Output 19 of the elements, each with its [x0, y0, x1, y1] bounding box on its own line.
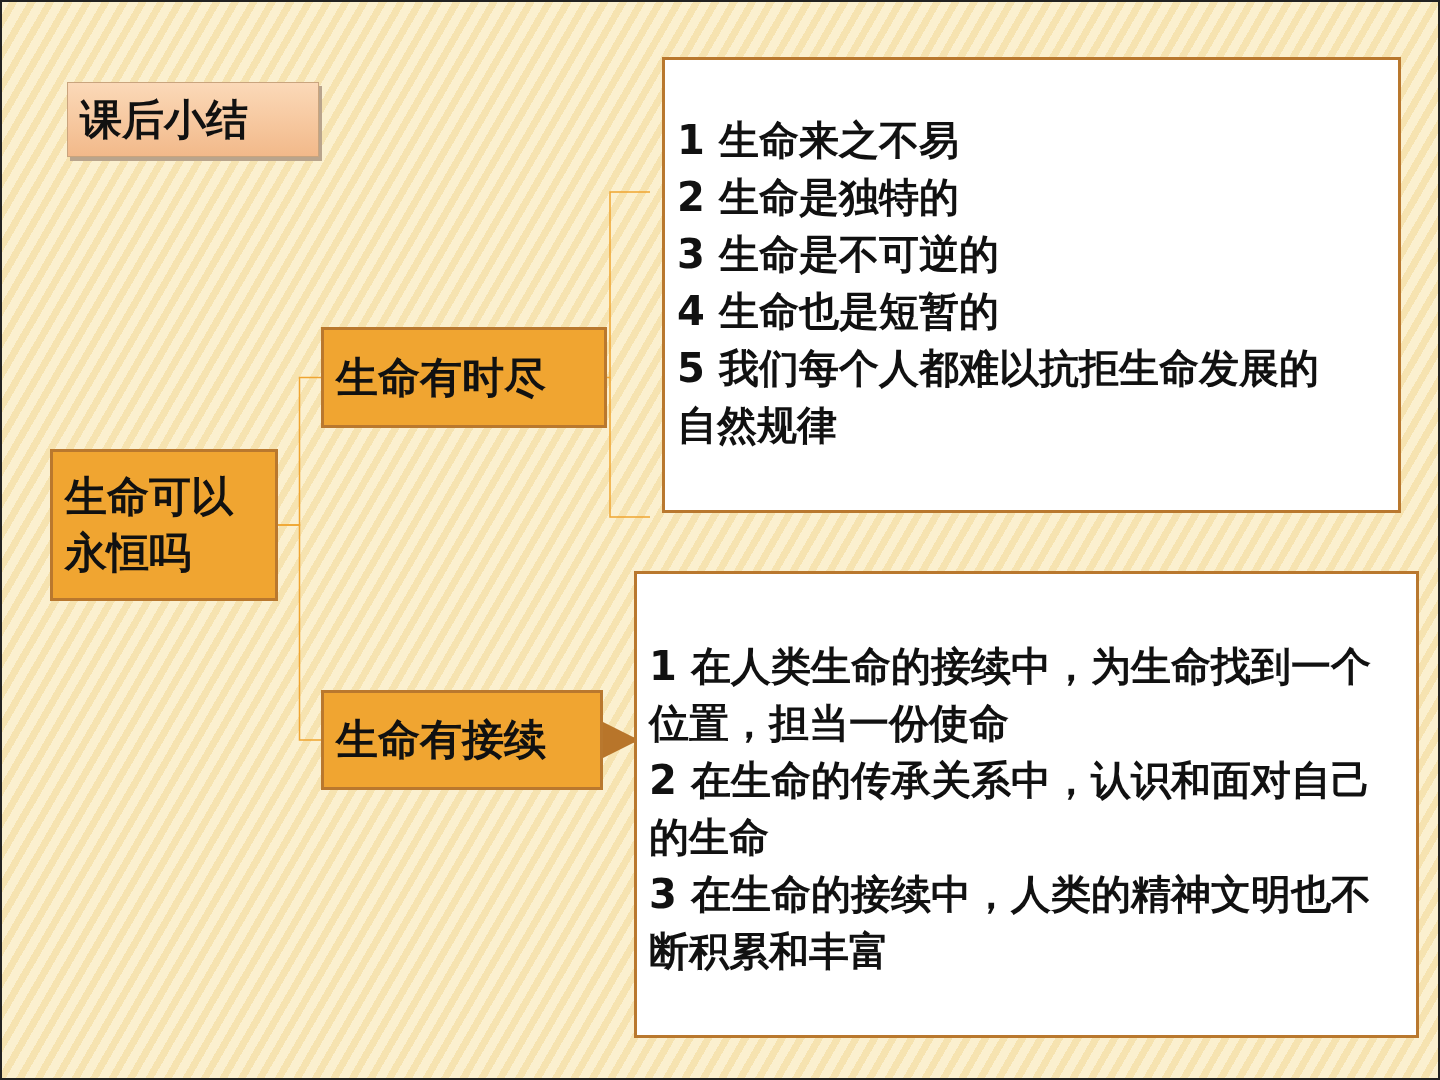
connector-line: [606, 191, 651, 379]
list-item: 2 生命是独特的: [677, 173, 960, 222]
topic-label: 生命有时尽: [336, 351, 547, 404]
list-item: 3 在生命的接续中，人类的精神文明也不断积累和丰富: [649, 870, 1372, 976]
summary-box: [662, 57, 1401, 513]
list-item: 3 生命是不可逆的: [677, 230, 1000, 279]
topic-box: [50, 449, 278, 601]
topic-label: 生命可以永恒吗: [65, 471, 235, 579]
list-item: 1 在人类生命的接续中，为生命找到一个位置，担当一份使命: [649, 642, 1372, 748]
list-item: 2 在生命的传承关系中，认识和面对自己的生命: [649, 756, 1372, 862]
heading: 课后小结: [80, 95, 249, 145]
topic-label: 生命有接续: [336, 714, 547, 766]
topic-box: [321, 327, 607, 428]
list-item: 4 生命也是短暂的: [677, 287, 1000, 336]
connector-line: [277, 524, 322, 741]
summary-box: [634, 571, 1419, 1038]
topic-box: [321, 690, 603, 790]
list-item: 5 我们每个人都难以抗拒生命发展的自然规律: [677, 344, 1320, 450]
list-item: 1 生命来之不易: [677, 116, 960, 165]
